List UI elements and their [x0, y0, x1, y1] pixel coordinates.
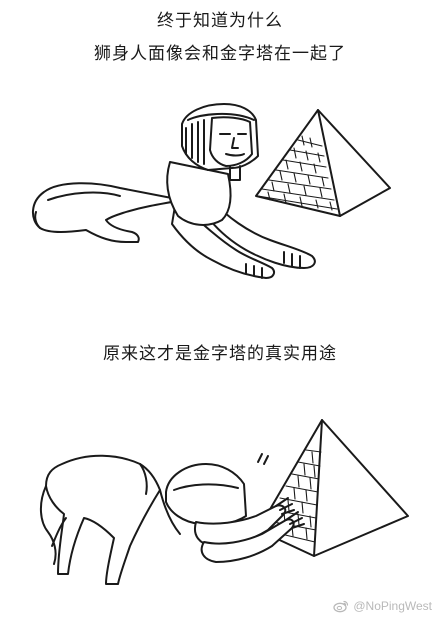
- sphinx-scratching-pyramid-illustration: [0, 406, 440, 588]
- caption-line-3: 原来这才是金字塔的真实用途: [103, 344, 337, 364]
- watermark-text: @NoPingWest: [353, 599, 432, 613]
- weibo-logo-icon: [333, 600, 349, 613]
- caption-line-1: 终于知道为什么: [157, 11, 283, 31]
- caption-line-2: 狮身人面像会和金字塔在一起了: [94, 44, 346, 64]
- sphinx-drawing: [32, 103, 316, 279]
- sphinx-drawing: [40, 454, 305, 585]
- sphinx-and-pyramid-illustration: [0, 92, 440, 300]
- pyramid-drawing: [255, 109, 391, 217]
- watermark: @NoPingWest: [333, 597, 432, 615]
